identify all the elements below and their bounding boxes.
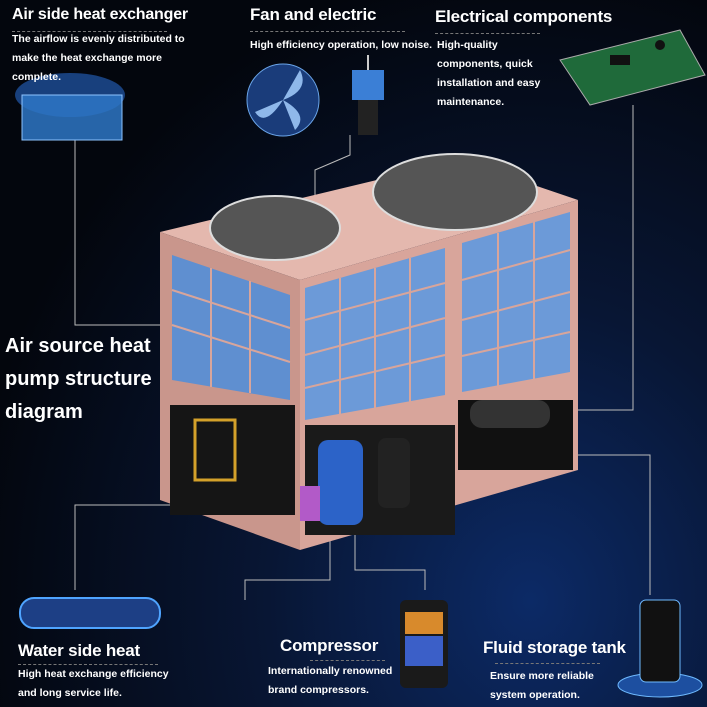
water-side-exchanger-image — [19, 597, 161, 629]
desc-line: High-quality — [437, 39, 498, 51]
electrical-heading: Electrical components — [435, 7, 613, 26]
desc-line: Ensure more reliable — [490, 670, 594, 682]
heat-pump-unit — [160, 153, 578, 550]
desc-line: High efficiency operation, low noise. — [250, 39, 433, 51]
divider — [310, 660, 385, 661]
circuit-board-image — [559, 29, 706, 106]
compressor-description: Internationally renowned brand compresso… — [268, 662, 392, 700]
title-line: Air source heat — [5, 335, 151, 357]
desc-line: Internationally renowned — [268, 665, 393, 677]
desc-line: complete. — [12, 71, 62, 83]
tank-description: Ensure more reliable system operation. — [490, 667, 594, 705]
divider — [435, 33, 540, 34]
air-side-heading: Air side heat exchanger — [12, 6, 188, 23]
divider — [250, 31, 405, 32]
divider — [495, 663, 600, 664]
fluid-tank-image — [617, 599, 703, 698]
desc-line: The airflow is evenly distributed to — [12, 33, 185, 45]
desc-line: High heat exchange efficiency — [18, 668, 169, 680]
title-line: pump structure — [5, 368, 152, 390]
air-side-exchanger-image — [15, 73, 125, 141]
air-side-description: The airflow is evenly distributed to mak… — [12, 30, 185, 87]
compressor-image — [400, 600, 448, 688]
diagram-title: Air source heat pump structure diagram — [5, 330, 152, 429]
desc-line: maintenance. — [437, 96, 505, 108]
desc-line: components, quick — [437, 58, 533, 70]
tank-heading: Fluid storage tank — [483, 638, 626, 657]
fan-motor-image — [246, 55, 384, 137]
desc-line: and long service life. — [18, 687, 122, 699]
electrical-description: High-quality components, quick installat… — [437, 36, 540, 112]
compressor-heading: Compressor — [280, 636, 379, 655]
divider — [12, 31, 167, 32]
fan-heading: Fan and electric — [250, 5, 377, 24]
desc-line: brand compressors. — [268, 684, 369, 696]
desc-line: make the heat exchange more — [12, 52, 162, 64]
title-line: diagram — [5, 401, 83, 423]
desc-line: system operation. — [490, 689, 580, 701]
desc-line: installation and easy — [437, 77, 541, 89]
divider — [18, 664, 158, 665]
fan-description: High efficiency operation, low noise. — [250, 36, 432, 55]
water-side-description: High heat exchange efficiency and long s… — [18, 665, 169, 703]
water-side-heading: Water side heat — [18, 641, 141, 660]
